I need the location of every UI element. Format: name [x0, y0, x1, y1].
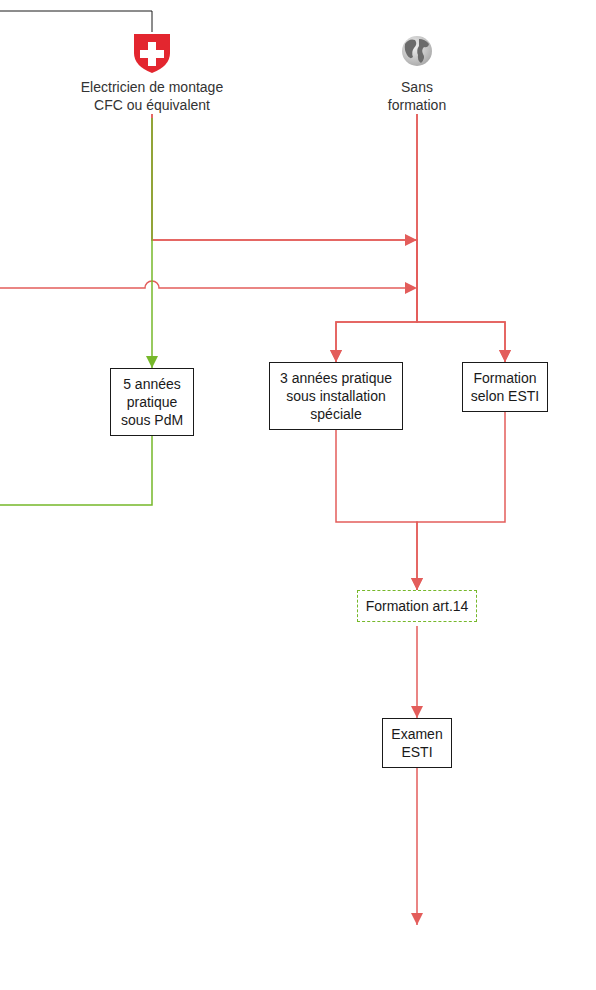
merge-arrowhead	[405, 282, 417, 294]
node-text: Sans formation	[380, 78, 455, 114]
swiss-flag-icon	[134, 34, 170, 73]
node-text: Examen ESTI	[387, 725, 447, 761]
flow-connector	[152, 114, 505, 362]
flow-connector	[417, 412, 505, 590]
node-text: Formation selon ESTI	[467, 369, 543, 405]
node-text: 3 années pratique sous installation spéc…	[274, 369, 398, 423]
node-text: Formation art.14	[366, 597, 469, 615]
origin-label: Sans formation	[380, 78, 455, 114]
optional-box: Formation art.14	[357, 590, 478, 622]
exam-box: Examen ESTI	[382, 718, 452, 768]
incoming-line	[0, 281, 405, 288]
node-text: Electricien de montage CFC ou équivalent	[70, 78, 235, 114]
flow-connector	[336, 114, 417, 362]
outgoing-line	[0, 436, 152, 505]
outgoing-arrow	[416, 768, 418, 925]
flow-connector	[151, 118, 153, 368]
process-box: 3 années pratique sous installation spéc…	[269, 362, 403, 430]
flow-connector	[336, 430, 417, 590]
globe-icon	[402, 36, 432, 66]
origin-label: Electricien de montage CFC ou équivalent	[70, 78, 235, 114]
frame-line	[0, 11, 152, 32]
process-box: Formation selon ESTI	[462, 362, 548, 412]
process-box: 5 années pratique sous PdM	[110, 368, 194, 436]
flow-connector	[416, 626, 418, 718]
flow-connector	[417, 114, 505, 362]
node-text: 5 années pratique sous PdM	[115, 375, 189, 429]
flow-connector	[152, 114, 417, 362]
